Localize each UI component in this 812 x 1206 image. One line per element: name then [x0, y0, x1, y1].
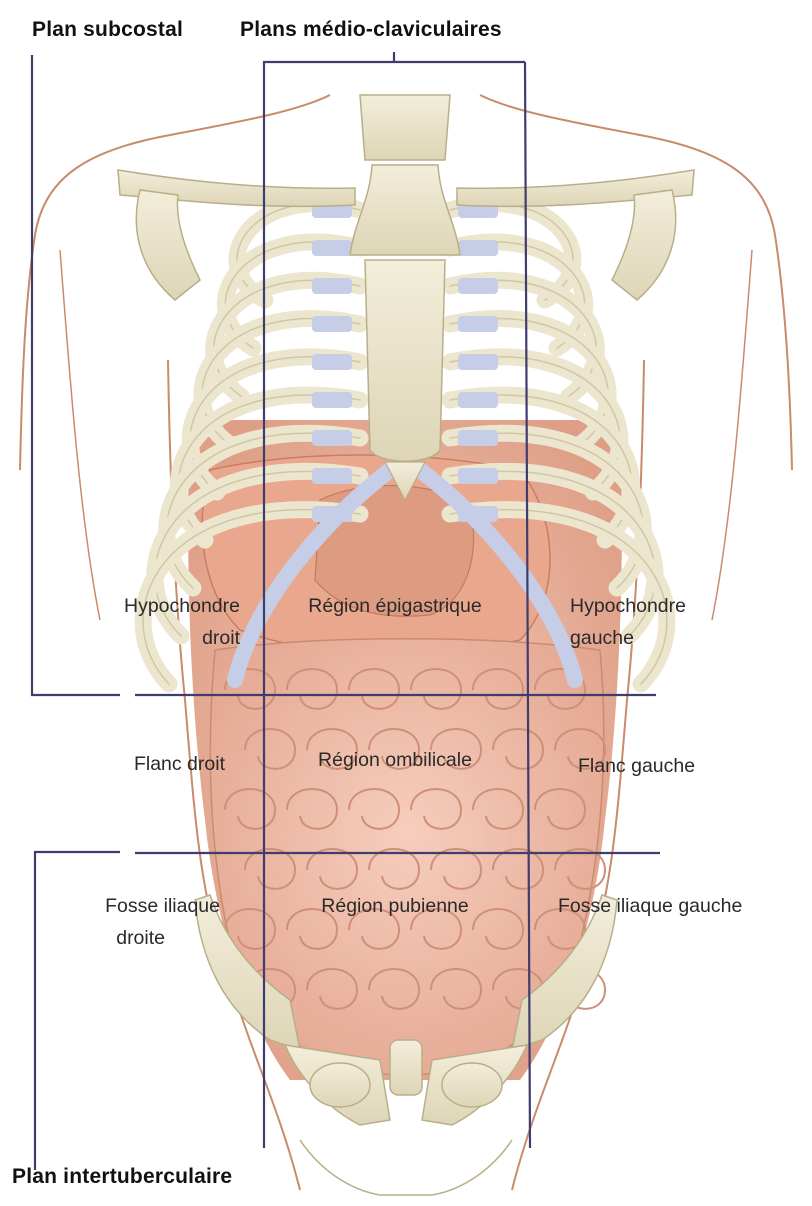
right-iliac-line2: droite — [20, 922, 220, 954]
intertubercular-plane-title: Plan intertuberculaire — [12, 1165, 232, 1189]
left-hypochondrium-label: Hypochondre gauche — [570, 590, 770, 654]
epigastric-label: Région épigastrique — [270, 590, 520, 622]
costal-cartilage — [312, 392, 352, 408]
left-hypochondrium-line2: gauche — [570, 622, 770, 654]
left-iliac-label: Fosse iliaque gauche — [558, 890, 812, 922]
costal-cartilage — [458, 468, 498, 484]
costal-cartilage — [458, 316, 498, 332]
right-iliac-line1: Fosse iliaque — [20, 890, 220, 922]
costal-cartilage — [312, 430, 352, 446]
left-flank-label: Flanc gauche — [578, 750, 778, 782]
right-hypochondrium-label: Hypochondre droit — [40, 590, 240, 654]
right-flank-label: Flanc droit — [40, 748, 225, 780]
pubic-label: Région pubienne — [270, 890, 520, 922]
costal-cartilage — [312, 278, 352, 294]
costal-cartilage — [312, 354, 352, 370]
costal-cartilage — [312, 316, 352, 332]
umbilical-label: Région ombilicale — [270, 744, 520, 776]
costal-cartilage — [312, 468, 352, 484]
costal-cartilage — [458, 430, 498, 446]
costal-cartilage — [458, 354, 498, 370]
right-hypochondrium-line2: droit — [40, 622, 240, 654]
right-hypochondrium-line1: Hypochondre — [40, 590, 240, 622]
right-iliac-label: Fosse iliaque droite — [20, 890, 220, 954]
costal-cartilage — [458, 240, 498, 256]
costal-cartilage — [458, 278, 498, 294]
left-hypochondrium-line1: Hypochondre — [570, 590, 770, 622]
costal-cartilage — [312, 240, 352, 256]
midclavicular-planes-title: Plans médio-claviculaires — [240, 18, 502, 42]
costal-cartilage — [458, 392, 498, 408]
subcostal-plane-title: Plan subcostal — [32, 18, 183, 42]
